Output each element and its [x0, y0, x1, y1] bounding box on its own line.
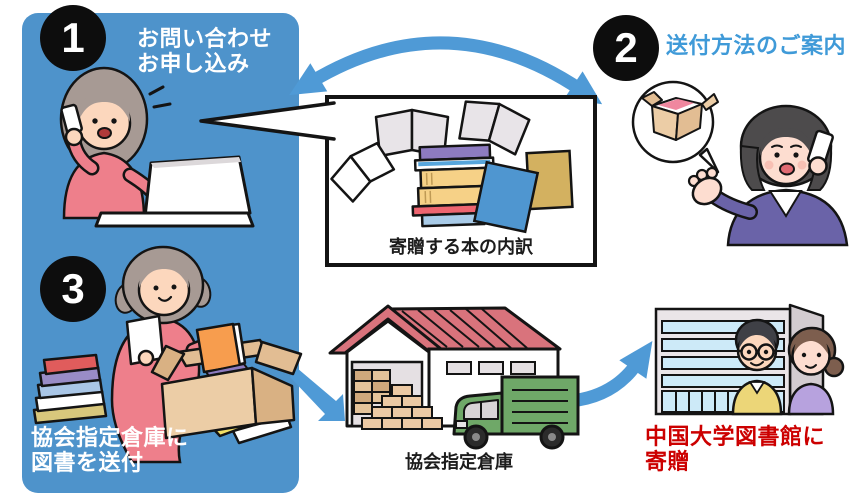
laptop-icon — [94, 155, 255, 228]
step3-person-illustration — [32, 245, 303, 464]
step-2-label: 送付方法のご案内 — [666, 33, 846, 58]
truck-icon — [452, 375, 580, 450]
book-stack-icon — [32, 353, 108, 425]
warehouse-caption: 協会指定倉庫 — [405, 452, 513, 472]
donation-box-panel — [199, 95, 597, 267]
cardboard-box-icon — [641, 91, 719, 141]
center-box-caption: 寄贈する本の内訳 — [389, 237, 533, 257]
step2-person-illustration — [631, 80, 849, 247]
step-3-label-line1: 協会指定倉庫に — [31, 425, 189, 450]
arrow-step3-warehouse — [290, 368, 345, 421]
glasses-icon — [738, 343, 777, 361]
library-label-line2: 寄贈 — [645, 449, 691, 475]
step-3-label-line2: 図書を送付 — [31, 450, 144, 476]
library-label-line1: 中国大学図書館に — [645, 424, 826, 449]
step-2-badge: 2 — [593, 15, 659, 81]
sound-lines-icon — [148, 85, 172, 109]
warehouse-illustration — [328, 304, 580, 450]
step-1-badge: 1 — [40, 5, 106, 71]
arrow-warehouse-library — [569, 340, 653, 408]
step-1-label: お問い合わせ お申し込み — [137, 26, 272, 77]
library-man-illustration — [731, 318, 783, 416]
arrow-step1-step2 — [289, 36, 603, 105]
step-3-label: 協会指定倉庫に 図書を送付 — [31, 425, 189, 476]
callout-tail — [199, 101, 336, 141]
library-label: 中国大学図書館に 寄贈 — [645, 424, 825, 475]
stacked-boxes-icon — [353, 369, 443, 430]
step-3-badge: 3 — [40, 256, 106, 322]
library-illustration — [654, 303, 845, 416]
packing-box-icon — [150, 322, 303, 445]
step-1-label-line2: お申し込み — [137, 51, 250, 77]
books-illustration — [330, 100, 574, 234]
step-1-label-line1: お問い合わせ — [137, 26, 273, 51]
step1-person-illustration — [59, 66, 255, 228]
library-woman-illustration — [787, 326, 845, 416]
step-2-label-line1: 送付方法のご案内 — [666, 33, 847, 58]
